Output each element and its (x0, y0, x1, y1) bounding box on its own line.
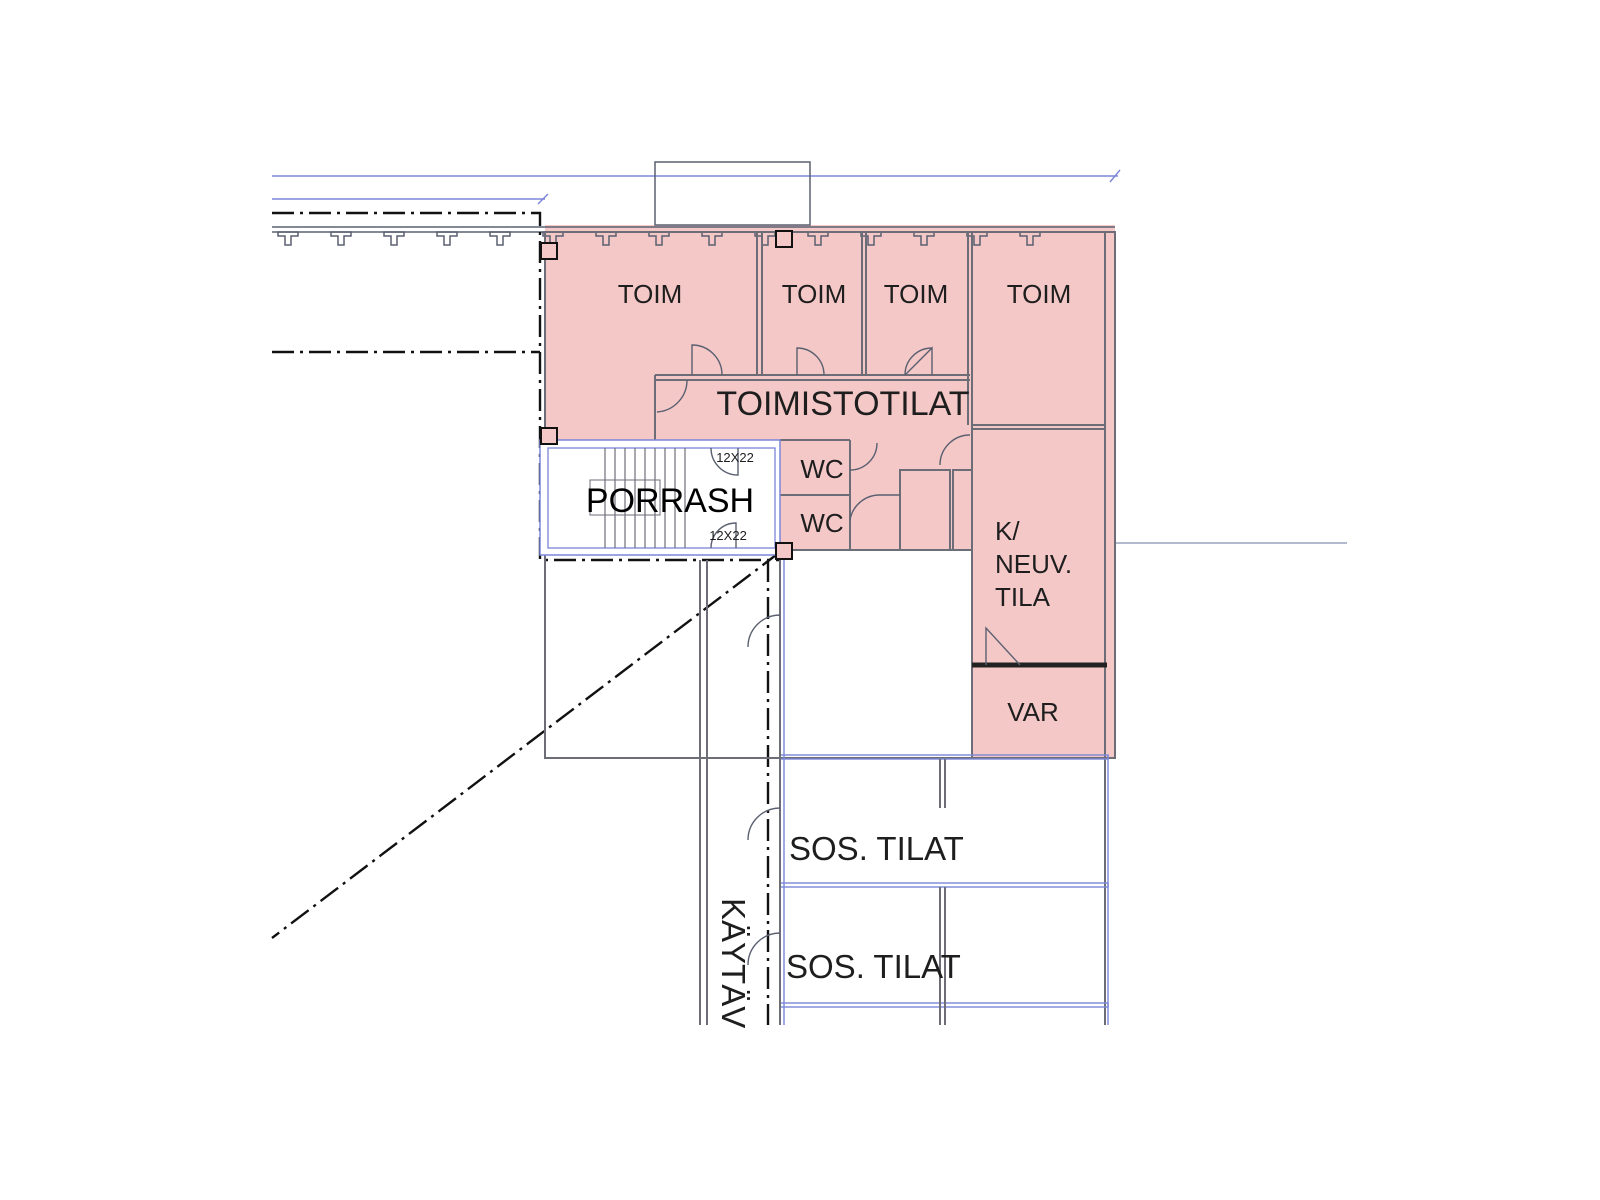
facade-mullion (489, 231, 511, 246)
facade-mullion (595, 231, 617, 246)
room-label-toim-2: TOIM (782, 279, 847, 309)
room-label-porrash: PORRASH (586, 482, 754, 520)
facade-mullion (277, 231, 299, 246)
boundary-lines (271, 211, 781, 1025)
facade-mullion (436, 231, 458, 246)
walls (544, 231, 1116, 1025)
room-label-wc-1: WC (800, 454, 843, 484)
zone-label-toimistotilat: TOIMISTOTILAT (716, 385, 969, 423)
facade-mullion (807, 231, 829, 246)
door-size-top: 12X22 (716, 450, 754, 465)
room-label-toim-1: TOIM (618, 279, 683, 309)
door-size-bottom: 12X22 (709, 528, 747, 543)
reference-lines (272, 161, 1347, 544)
room-label-toim-3: TOIM (884, 279, 949, 309)
facade-mullion (1019, 231, 1041, 246)
room-label-wc-2: WC (800, 508, 843, 538)
room-label-k-neuv-3: TILA (995, 582, 1051, 612)
doors (656, 344, 1021, 966)
facade-mullion (913, 231, 935, 246)
room-label-k-neuv-2: NEUV. (995, 549, 1072, 579)
facade-mullion (330, 231, 352, 246)
structural-columns (540, 230, 793, 560)
facade-mullion (860, 231, 882, 246)
stairwell (539, 439, 781, 556)
room-label-sos-tilat-1: SOS. TILAT (789, 830, 964, 867)
corridor-label-kaytava: KÄYTÄV (715, 898, 752, 1028)
room-label-var: VAR (1007, 697, 1059, 727)
room-label-sos-tilat-2: SOS. TILAT (786, 948, 961, 985)
room-label-toim-4: TOIM (1007, 279, 1072, 309)
facade-mullion (701, 231, 723, 246)
facade-mullion (648, 231, 670, 246)
room-label-k-neuv-1: K/ (995, 516, 1020, 546)
facade-mullion (383, 231, 405, 246)
facade-mullion (966, 231, 988, 246)
